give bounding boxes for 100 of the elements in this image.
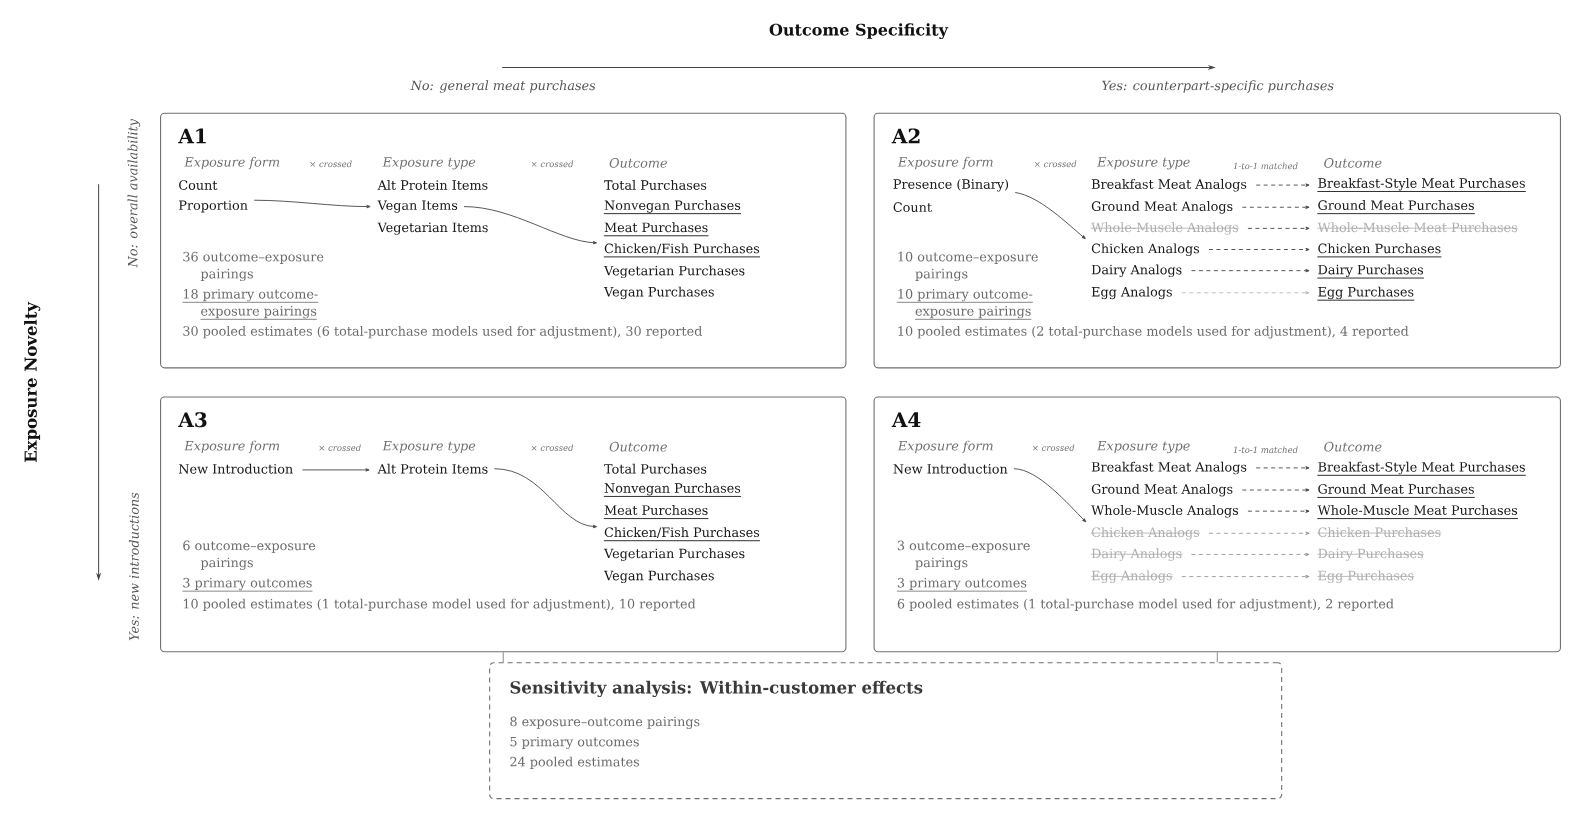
- arrow: [1013, 468, 1087, 523]
- axis-title: Outcome Specificity: [769, 23, 949, 40]
- underlined-list-item: Egg Purchases: [1316, 286, 1415, 301]
- list-item: Alt Protein Items: [377, 180, 488, 190]
- count-note: 3 outcome–exposure pairings: [897, 540, 1030, 570]
- column-header: Exposure form: [184, 156, 280, 170]
- underlined-list-item: Whole-Muscle Meat Purchases: [1316, 505, 1519, 520]
- struck-list-item: Dairy Purchases: [1316, 548, 1425, 561]
- count-note: 10 pooled estimates (1 total-purchase model used for adjustment), 10 reported: [183, 598, 696, 612]
- count-note: 10 pooled estimates (2 total-purchase models used for adjustment), 4 reported: [898, 325, 1409, 339]
- underlined-list-item: Breakfast-Style Meat Purchases: [1316, 461, 1527, 476]
- list-item: Vegetarian Purchases: [603, 548, 745, 561]
- arrow: [301, 468, 370, 472]
- underlined-list-item: Dairy Purchases: [1316, 264, 1425, 279]
- dashed-arrow: [1208, 531, 1310, 535]
- count-note: 8 exposure–outcome pairings: [510, 716, 700, 729]
- column-header: Exposure type: [382, 441, 476, 454]
- axis-note: No: general meat purchases: [410, 80, 596, 93]
- relation-note: 1-to-1 matched: [1233, 162, 1298, 170]
- dashed-arrow: [1241, 205, 1310, 209]
- column-header: Exposure form: [897, 440, 993, 453]
- list-item: Egg Analogs: [1091, 286, 1172, 300]
- list-item: Count: [893, 202, 932, 213]
- connector-line: [502, 651, 504, 663]
- list-item: Chicken Analogs: [1091, 243, 1200, 256]
- dashed-arrow: [1255, 466, 1310, 470]
- list-item: Presence (Binary): [893, 179, 1009, 192]
- list-item: Breakfast Meat Analogs: [1091, 461, 1247, 475]
- list-item: Count: [179, 180, 218, 190]
- struck-list-item: Egg Purchases: [1316, 570, 1415, 584]
- struck-list-item: Whole-Muscle Meat Purchases: [1316, 222, 1519, 233]
- column-header: Outcome: [609, 158, 667, 168]
- list-item: Breakfast Meat Analogs: [1091, 179, 1247, 192]
- relation-note: × crossed: [531, 444, 574, 451]
- column-header: Exposure form: [184, 440, 280, 453]
- dashed-arrow: [1208, 247, 1310, 252]
- count-note: 6 pooled estimates (1 total-purchase model used for adjustment), 2 reported: [897, 598, 1394, 612]
- arrow: [493, 468, 598, 529]
- column-header: Exposure type: [1096, 157, 1190, 170]
- count-note: 6 outcome–exposure pairings: [183, 540, 316, 570]
- list-item: New Introduction: [893, 463, 1008, 474]
- struck-list-item: Chicken Purchases: [1316, 527, 1442, 538]
- underlined-list-item: Nonvegan Purchases: [603, 200, 742, 215]
- list-item: Alt Protein Items: [377, 463, 488, 474]
- underlined-list-item: Breakfast-Style Meat Purchases: [1316, 177, 1527, 192]
- arrow: [463, 206, 598, 245]
- relation-note: 1-to-1 matched: [1233, 446, 1298, 453]
- list-item: Proportion: [179, 200, 248, 213]
- list-item: New Introduction: [178, 463, 293, 474]
- relation-note: × crossed: [1034, 160, 1077, 168]
- underlined-list-item: Chicken/Fish Purchases: [603, 243, 761, 258]
- panel-heading: A3: [178, 412, 207, 428]
- list-item: Vegan Purchases: [603, 570, 714, 584]
- count-note: 24 pooled estimates: [510, 756, 640, 770]
- dashed-arrow: [1181, 291, 1310, 295]
- column-header: Exposure type: [382, 157, 476, 170]
- list-item: Total Purchases: [604, 463, 707, 474]
- list-item: Vegan Purchases: [603, 286, 714, 300]
- column-header: Outcome: [1324, 158, 1382, 168]
- underlined-list-item: Chicken/Fish Purchases: [603, 527, 761, 542]
- struck-list-item: Dairy Analogs: [1090, 548, 1183, 561]
- panel-heading: A4: [891, 412, 921, 427]
- struck-list-item: Whole-Muscle Analogs: [1090, 222, 1240, 235]
- panel-heading: Sensitivity analysis: Within-customer effects: [510, 680, 923, 698]
- count-note: 5 primary outcomes: [510, 736, 639, 750]
- column-header: Outcome: [609, 441, 667, 452]
- struck-list-item: Egg Analogs: [1090, 570, 1174, 584]
- count-note: 36 outcome–exposure pairings: [183, 251, 324, 282]
- dashed-arrow: [1190, 552, 1310, 557]
- list-item: Whole-Muscle Analogs: [1091, 505, 1239, 518]
- list-item: Vegetarian Items: [377, 222, 488, 235]
- underlined-list-item: Meat Purchases: [603, 505, 709, 520]
- panel-heading: A1: [178, 128, 206, 144]
- relation-note: × crossed: [1032, 444, 1075, 451]
- underlined-list-item: Ground Meat Purchases: [1316, 483, 1476, 498]
- list-item: Dairy Analogs: [1091, 264, 1182, 278]
- underlined-count-note: 18 primary outcome- exposure pairings: [181, 289, 319, 320]
- relation-note: × crossed: [531, 160, 574, 168]
- panel-heading: A2: [891, 128, 920, 144]
- count-note: 30 pooled estimates (6 total-purchase models used for adjustment), 30 reported: [183, 325, 702, 339]
- axis-note: Yes: new introductions: [128, 492, 139, 641]
- dashed-arrow: [1247, 509, 1310, 513]
- arrow: [253, 199, 371, 209]
- struck-list-item: Chicken Analogs: [1090, 527, 1201, 540]
- relation-note: × crossed: [310, 160, 352, 168]
- dashed-arrow: [1255, 183, 1310, 187]
- axis-note: Yes: counterpart-specific purchases: [1102, 80, 1334, 93]
- column-header: Exposure type: [1096, 441, 1190, 454]
- dashed-arrow: [1241, 488, 1310, 492]
- underlined-count-note: 3 primary outcomes: [181, 577, 313, 592]
- axis-title: Exposure Novelty: [24, 301, 41, 463]
- underlined-count-note: 10 primary outcome- exposure pairings: [896, 289, 1034, 320]
- dashed-arrow: [1247, 226, 1310, 231]
- dashed-arrow: [1181, 574, 1310, 579]
- arrow: [1014, 192, 1086, 239]
- list-item: Ground Meat Analogs: [1091, 483, 1233, 497]
- underlined-list-item: Meat Purchases: [603, 222, 709, 237]
- list-item: Total Purchases: [604, 180, 707, 190]
- axis-note: No: overall availability: [127, 118, 141, 268]
- dashed-arrow: [1190, 268, 1310, 273]
